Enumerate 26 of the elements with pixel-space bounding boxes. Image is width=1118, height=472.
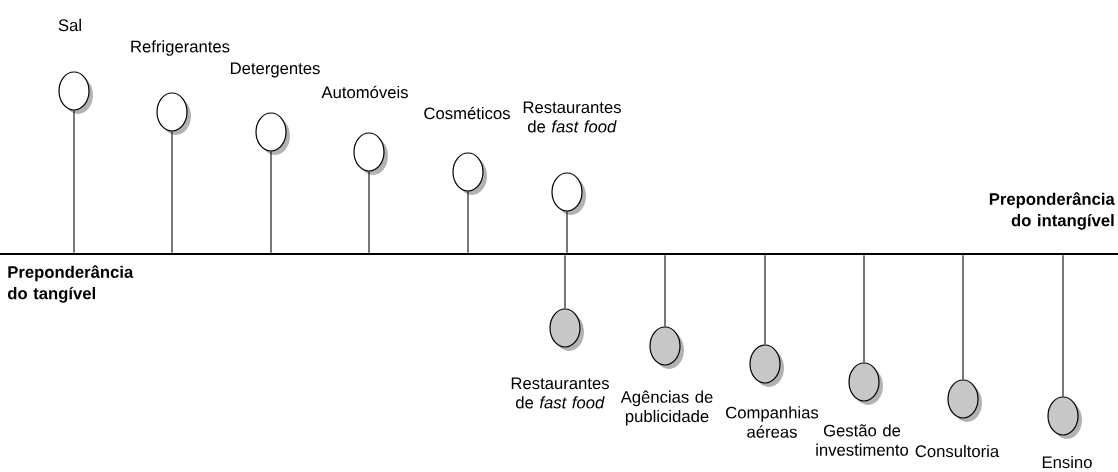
end-label: Preponderância do intangível <box>989 192 1115 230</box>
axis-line <box>0 252 1118 256</box>
end-label: Preponderância do tangível <box>7 265 134 303</box>
item-label: Cosméticos <box>424 106 510 120</box>
stem-line <box>270 151 272 254</box>
stem-line <box>171 131 173 254</box>
item-label: Sal <box>58 18 81 32</box>
item-label: Gestão de investimento <box>816 424 909 456</box>
stem-line <box>467 191 469 254</box>
stem-line <box>664 254 666 327</box>
item-label: Automóveis <box>321 85 408 99</box>
stem-line <box>73 110 75 254</box>
item-label: Restaurantes de fast food <box>523 101 621 133</box>
stem-line <box>764 254 766 345</box>
stem-line <box>368 171 370 254</box>
stem-line <box>863 254 865 363</box>
item-label: Refrigerantes <box>131 40 230 56</box>
item-label: Agências de publicidade <box>620 390 713 426</box>
stem-line <box>564 254 566 309</box>
item-label: Detergentes <box>230 62 320 78</box>
item-label: Ensino <box>1042 455 1092 469</box>
item-label: Restaurantes de fast food <box>511 377 609 409</box>
stem-line <box>566 211 568 254</box>
stem-line <box>1062 254 1064 397</box>
stem-line <box>962 254 964 380</box>
item-label: Consultoria <box>915 444 1000 458</box>
